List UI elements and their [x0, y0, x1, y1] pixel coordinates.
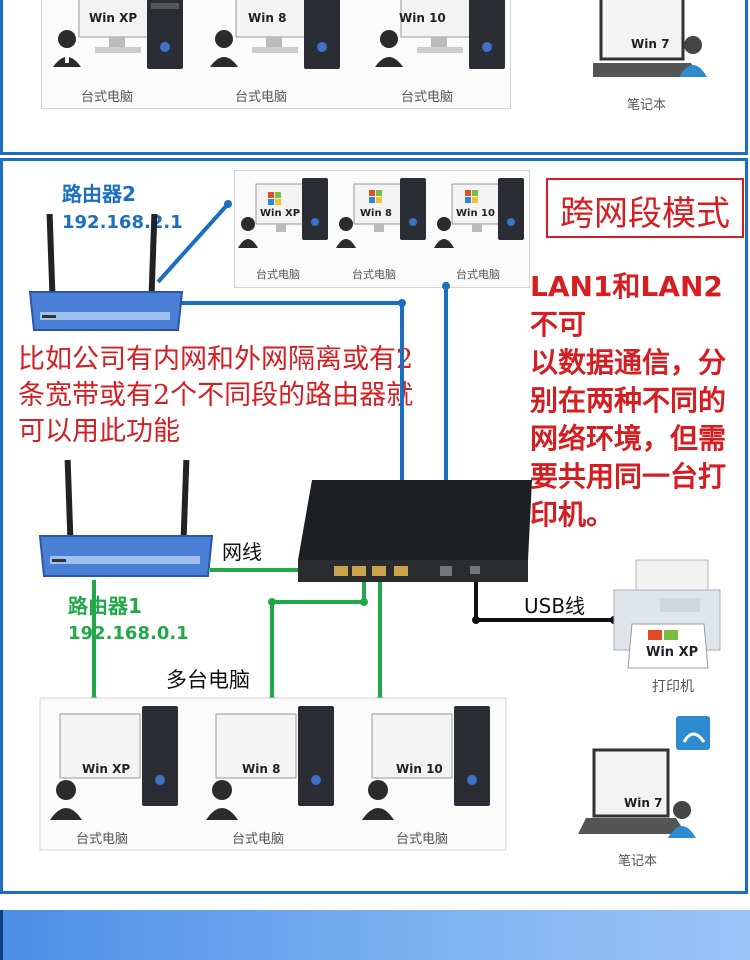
- example-line: 条宽带或有2个不同段的路由器就: [18, 380, 414, 411]
- example-line: 比如公司有内网和外网隔离或有2: [18, 344, 414, 375]
- lower-pc-winxp: [50, 706, 178, 820]
- upper-pc-win8: Win 8: [336, 176, 432, 260]
- top-laptop: Win 7: [589, 0, 713, 87]
- pc-label: 台式电脑: [232, 832, 285, 847]
- usb-line: [474, 578, 614, 622]
- description-line: 网络环境，但需: [530, 422, 727, 455]
- print-server-device: [298, 480, 532, 582]
- printer-label: 打印机: [652, 679, 694, 695]
- router1-ip: 192.168.0.1: [68, 623, 189, 644]
- network-diagram: [28, 200, 721, 851]
- os-label: Win 8: [360, 208, 393, 219]
- pc2-to-print-server-line: [270, 580, 366, 700]
- pc-label: 台式电脑: [352, 268, 396, 281]
- top-pc-win10: Win 10: [373, 0, 513, 87]
- upper-pc-win10: Win 10: [434, 176, 530, 260]
- pc-label: 台式电脑: [256, 268, 300, 281]
- mode-title: 跨网段模式: [560, 194, 730, 234]
- top-pc-win8: Win 8: [208, 0, 348, 87]
- mode-title-box: 跨网段模式: [546, 178, 744, 238]
- desktop-pc-icon: [434, 178, 524, 248]
- lower-laptop: [578, 716, 710, 838]
- top-pc-winxp: Win XP: [51, 0, 191, 87]
- printer-os-label: Win XP: [646, 645, 699, 660]
- router1-links: [92, 568, 382, 700]
- pc-label: 台式电脑: [235, 90, 288, 105]
- os-label: Win 10: [456, 208, 495, 219]
- laptop-label: 笔记本: [627, 98, 667, 113]
- printer-device: [613, 559, 721, 669]
- example-text: 比如公司有内网和外网隔离或有2 条宽带或有2个不同段的路由器就 可以用此功能: [18, 342, 428, 450]
- os-label: Win XP: [89, 11, 138, 25]
- os-label: Win XP: [260, 208, 301, 219]
- router2-device: [28, 213, 184, 331]
- laptop-label: 笔记本: [618, 854, 658, 869]
- description-line: 别在两种不同的: [530, 384, 727, 417]
- desktop-pc-icon: [53, 0, 183, 69]
- pc-label: 台式电脑: [76, 832, 129, 847]
- laptop-icon: [589, 0, 707, 77]
- os-label: Win 10: [399, 11, 446, 25]
- cable-label: 网线: [222, 540, 262, 564]
- pc-label: 台式电脑: [456, 268, 500, 281]
- os-label: Win 8: [242, 762, 281, 776]
- os-label: Win 7: [631, 37, 670, 51]
- os-label: Win 8: [248, 11, 287, 25]
- description-line: 印机。: [530, 498, 615, 531]
- top-scenario-panel: Win XP Win 8 Win 10 台式电脑 台式电脑 台式电脑: [0, 0, 748, 155]
- router1-name: 路由器1: [68, 594, 142, 618]
- desktop-pc-icon: [375, 0, 505, 69]
- laptop-os-label: Win 7: [624, 796, 663, 810]
- description-line: LAN1和LAN2不可: [530, 270, 723, 341]
- pc-label: 台式电脑: [396, 832, 449, 847]
- router2-to-upper-pcs-line: [156, 202, 230, 284]
- router2-name: 路由器2: [62, 182, 136, 206]
- router1-device: [38, 459, 214, 577]
- os-label: Win XP: [82, 762, 131, 776]
- description-line: 要共用同一台打: [530, 460, 727, 493]
- red-description: LAN1和LAN2不可 以数据通信，分 别在两种不同的 网络环境，但需 要共用同…: [530, 268, 740, 534]
- pc-label: 台式电脑: [401, 90, 454, 105]
- os-label: Win 10: [396, 762, 443, 776]
- upper-pc-winxp: Win XP: [238, 176, 334, 260]
- lower-pc-win10: [362, 706, 490, 820]
- description-line: 以数据通信，分: [530, 346, 727, 379]
- multi-pc-label: 多台电脑: [166, 668, 250, 692]
- desktop-pc-icon: [238, 178, 328, 248]
- example-line: 可以用此功能: [18, 416, 180, 447]
- desktop-pc-icon: [336, 178, 426, 248]
- desktop-pc-icon: [210, 0, 340, 69]
- pc-label: 台式电脑: [81, 90, 134, 105]
- lower-pc-win8: [206, 706, 334, 820]
- usb-label: USB线: [524, 594, 586, 618]
- footer-bar: [0, 910, 750, 960]
